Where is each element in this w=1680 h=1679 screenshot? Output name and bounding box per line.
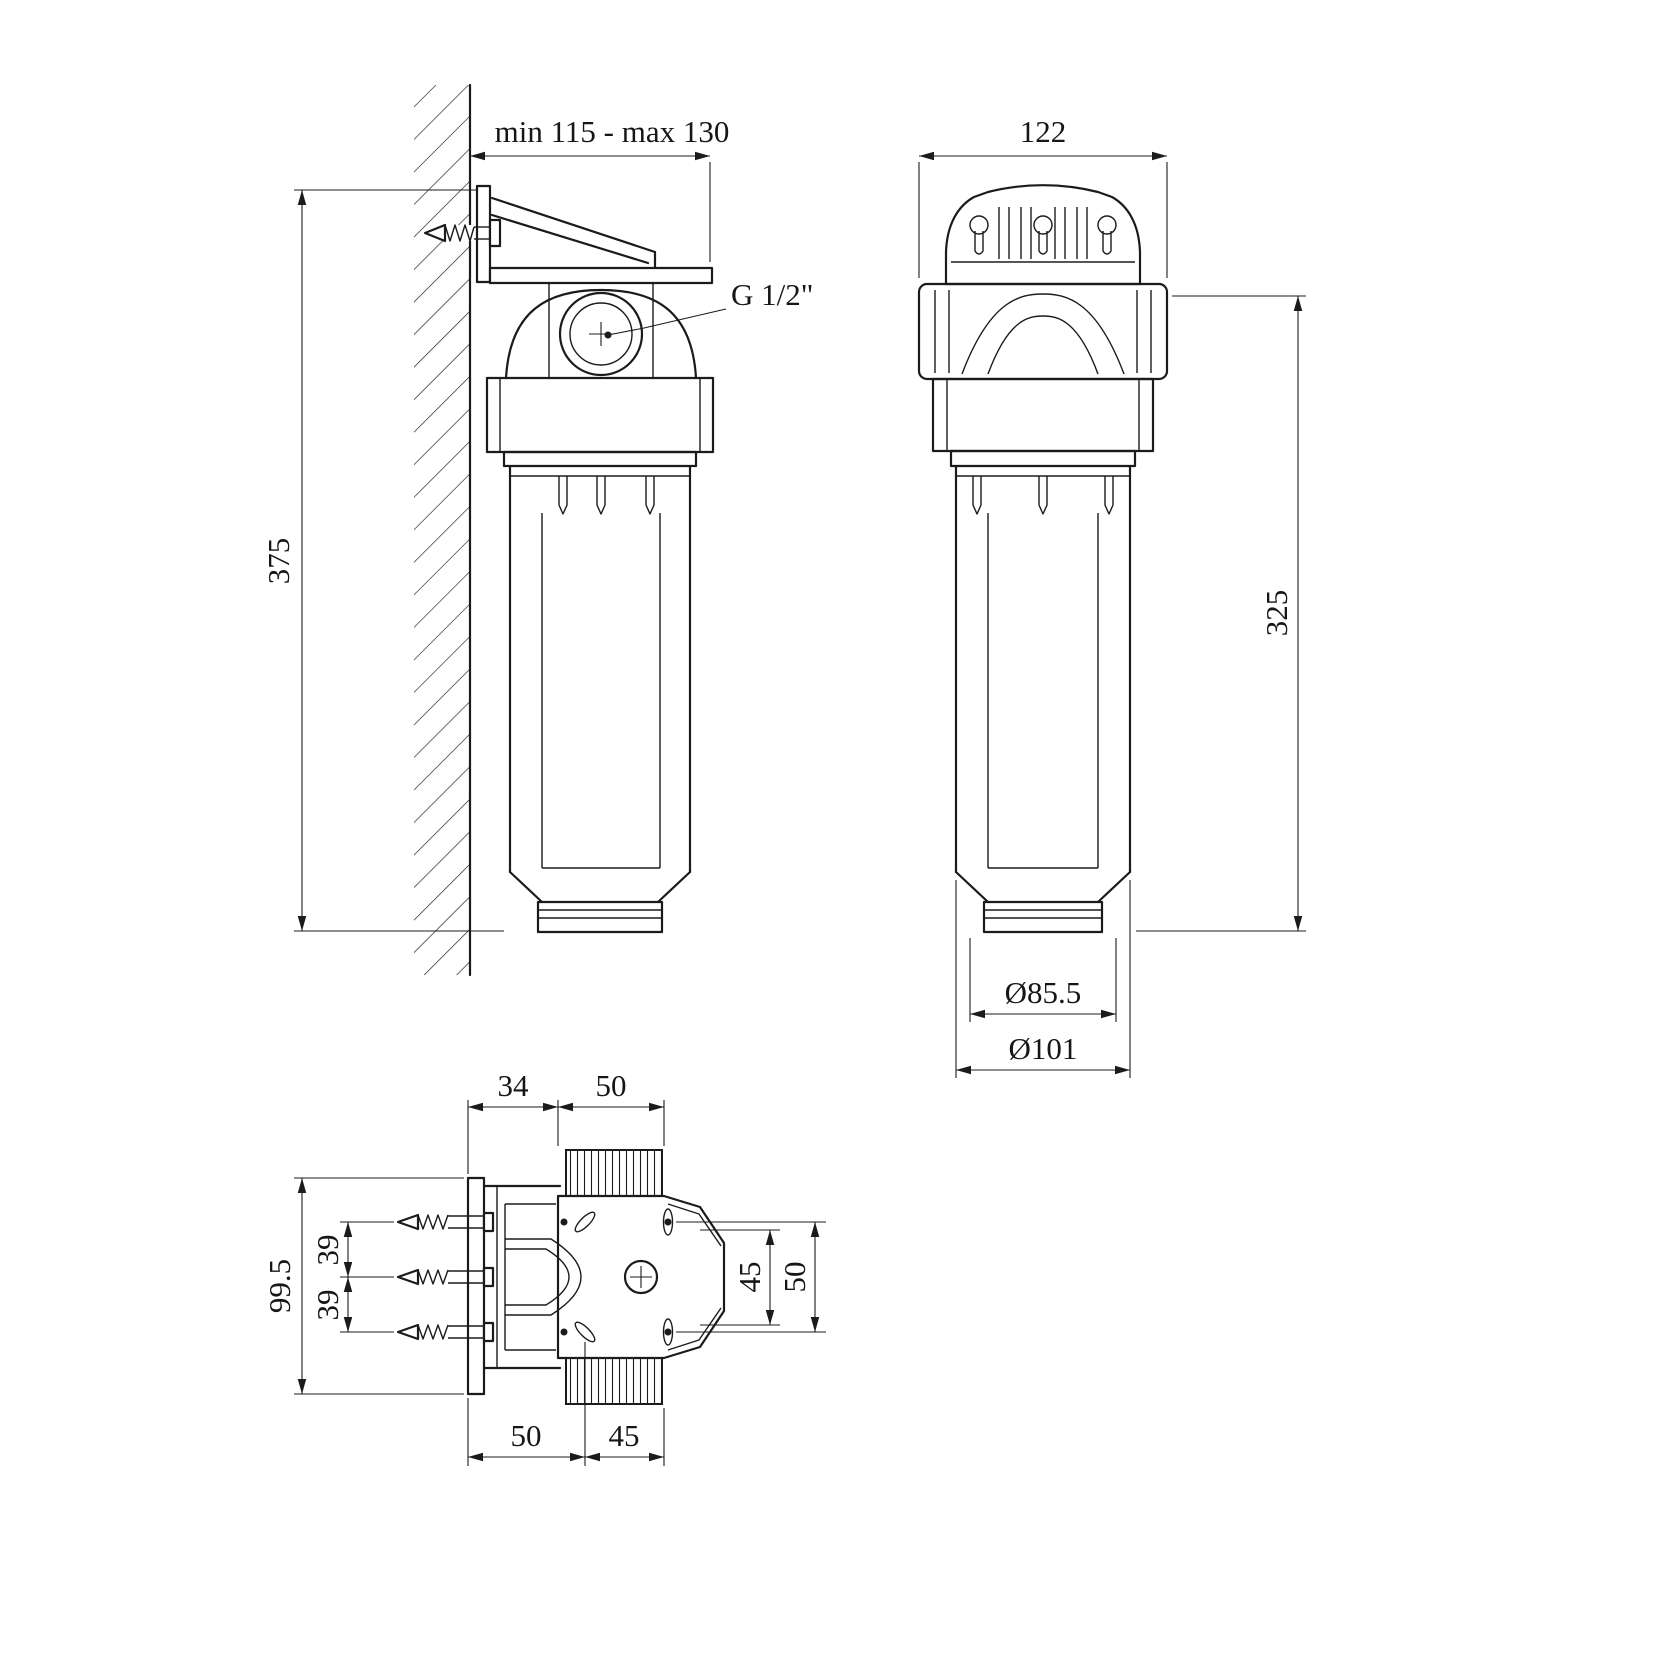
dim-width-label: 122 [1020, 114, 1067, 149]
filter-bowl-side [508, 464, 692, 934]
dim-edge-to-port-label: 50 [596, 1068, 627, 1103]
mounting-bracket-top [466, 1176, 582, 1396]
dim-bottom-left-label: 50 [511, 1418, 542, 1453]
thread-label: G 1/2" [731, 277, 813, 312]
dim-left-column-group: 99.5 39 39 [262, 1177, 464, 1395]
wall-screw-side [423, 218, 502, 248]
screw-middle [396, 1266, 495, 1288]
mounting-bracket-side [475, 184, 714, 285]
dim-inner-diameter-group: Ø85.5 [969, 938, 1117, 1022]
screw-top [396, 1211, 495, 1233]
dim-right-column-group: 45 50 [676, 1221, 826, 1333]
filter-head-side [485, 283, 715, 468]
dim-mount-span-label: 50 [777, 1262, 812, 1293]
dim-total-height-group: 375 [261, 189, 504, 932]
dim-slot-spacing-label: 45 [732, 1262, 767, 1293]
dim-bracket-to-edge-label: 34 [498, 1068, 530, 1103]
dim-mount-depth-group: min 115 - max 130 [470, 114, 729, 262]
dim-total-height-label: 375 [261, 538, 296, 585]
dim-inner-diameter-label: Ø85.5 [1005, 975, 1082, 1010]
filter-bowl-front [954, 464, 1132, 934]
dim-screw-spacing-lower-label: 39 [310, 1290, 345, 1321]
mounting-slots [560, 1208, 674, 1346]
thread-callout-group: G 1/2" [604, 277, 813, 339]
dim-mount-depth-label: min 115 - max 130 [495, 114, 730, 149]
dim-outer-diameter-group: Ø101 [955, 880, 1131, 1078]
threaded-port-top [565, 1149, 663, 1197]
dim-height-group: 325 [1136, 295, 1306, 932]
center-port-circle [623, 1259, 659, 1295]
screw-bottom [396, 1321, 495, 1343]
cap-keyholes [969, 215, 1117, 255]
filter-cap-front [944, 184, 1142, 286]
wall-screws-top [396, 1211, 495, 1343]
cap-grip-slots [998, 207, 1088, 259]
wall-section [414, 83, 472, 977]
filter-head-top [556, 1149, 726, 1405]
dim-outer-diameter-label: Ø101 [1009, 1031, 1078, 1066]
top-view: 34 50 99.5 39 39 45 50 [262, 1068, 826, 1466]
side-view: min 115 - max 130 G 1/2" 375 [261, 83, 813, 977]
dim-height-label: 325 [1259, 590, 1294, 637]
dim-plate-height-label: 99.5 [262, 1259, 297, 1313]
dim-bottom-right-label: 45 [609, 1418, 640, 1453]
dim-width-group: 122 [918, 114, 1168, 278]
inlet-port-circle [558, 291, 644, 377]
head-ring-front [931, 377, 1155, 468]
threaded-port-bottom [565, 1357, 663, 1405]
front-view: 122 325 Ø85.5 Ø101 [917, 114, 1306, 1078]
dim-screw-spacing-upper-label: 39 [310, 1235, 345, 1266]
dim-bottom-row-group: 50 45 [467, 1342, 665, 1466]
head-nut-front [917, 282, 1169, 381]
dim-top-row-group: 34 50 [467, 1068, 665, 1174]
